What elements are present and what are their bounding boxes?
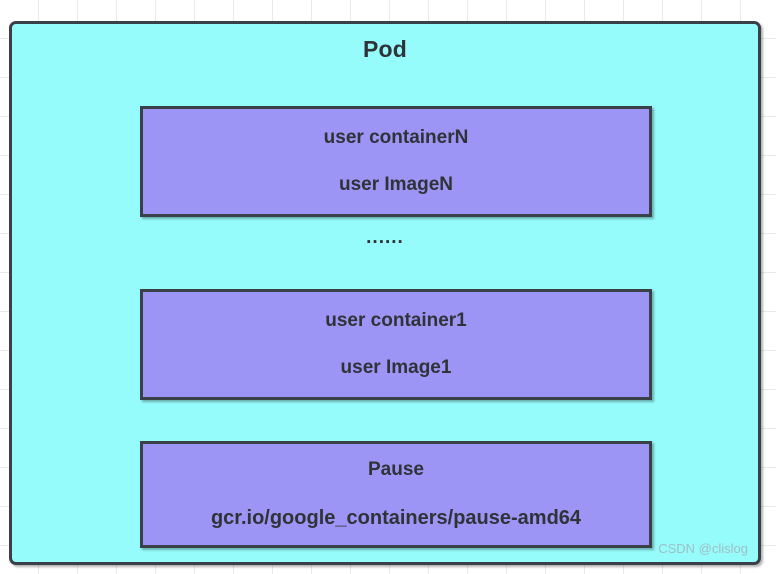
container-image-label: gcr.io/google_containers/pause-amd64 [210, 506, 582, 529]
pod-container-box: Pod user containerN user ImageN ...... u… [9, 21, 761, 565]
container-box-pause: Pause gcr.io/google_containers/pause-amd… [140, 441, 652, 548]
container-name-label: user container1 [325, 309, 467, 331]
container-box-user-container1: user container1 user Image1 [140, 289, 652, 400]
container-image-label: user ImageN [338, 173, 454, 195]
ellipsis-label: ...... [366, 227, 404, 248]
pod-title: Pod [362, 36, 408, 62]
container-name-label: Pause [368, 459, 424, 481]
container-image-label: user Image1 [340, 356, 452, 378]
container-name-label: user containerN [323, 126, 469, 148]
container-box-user-containerN: user containerN user ImageN [140, 106, 652, 217]
watermark-label: CSDN @clislog [658, 541, 748, 556]
